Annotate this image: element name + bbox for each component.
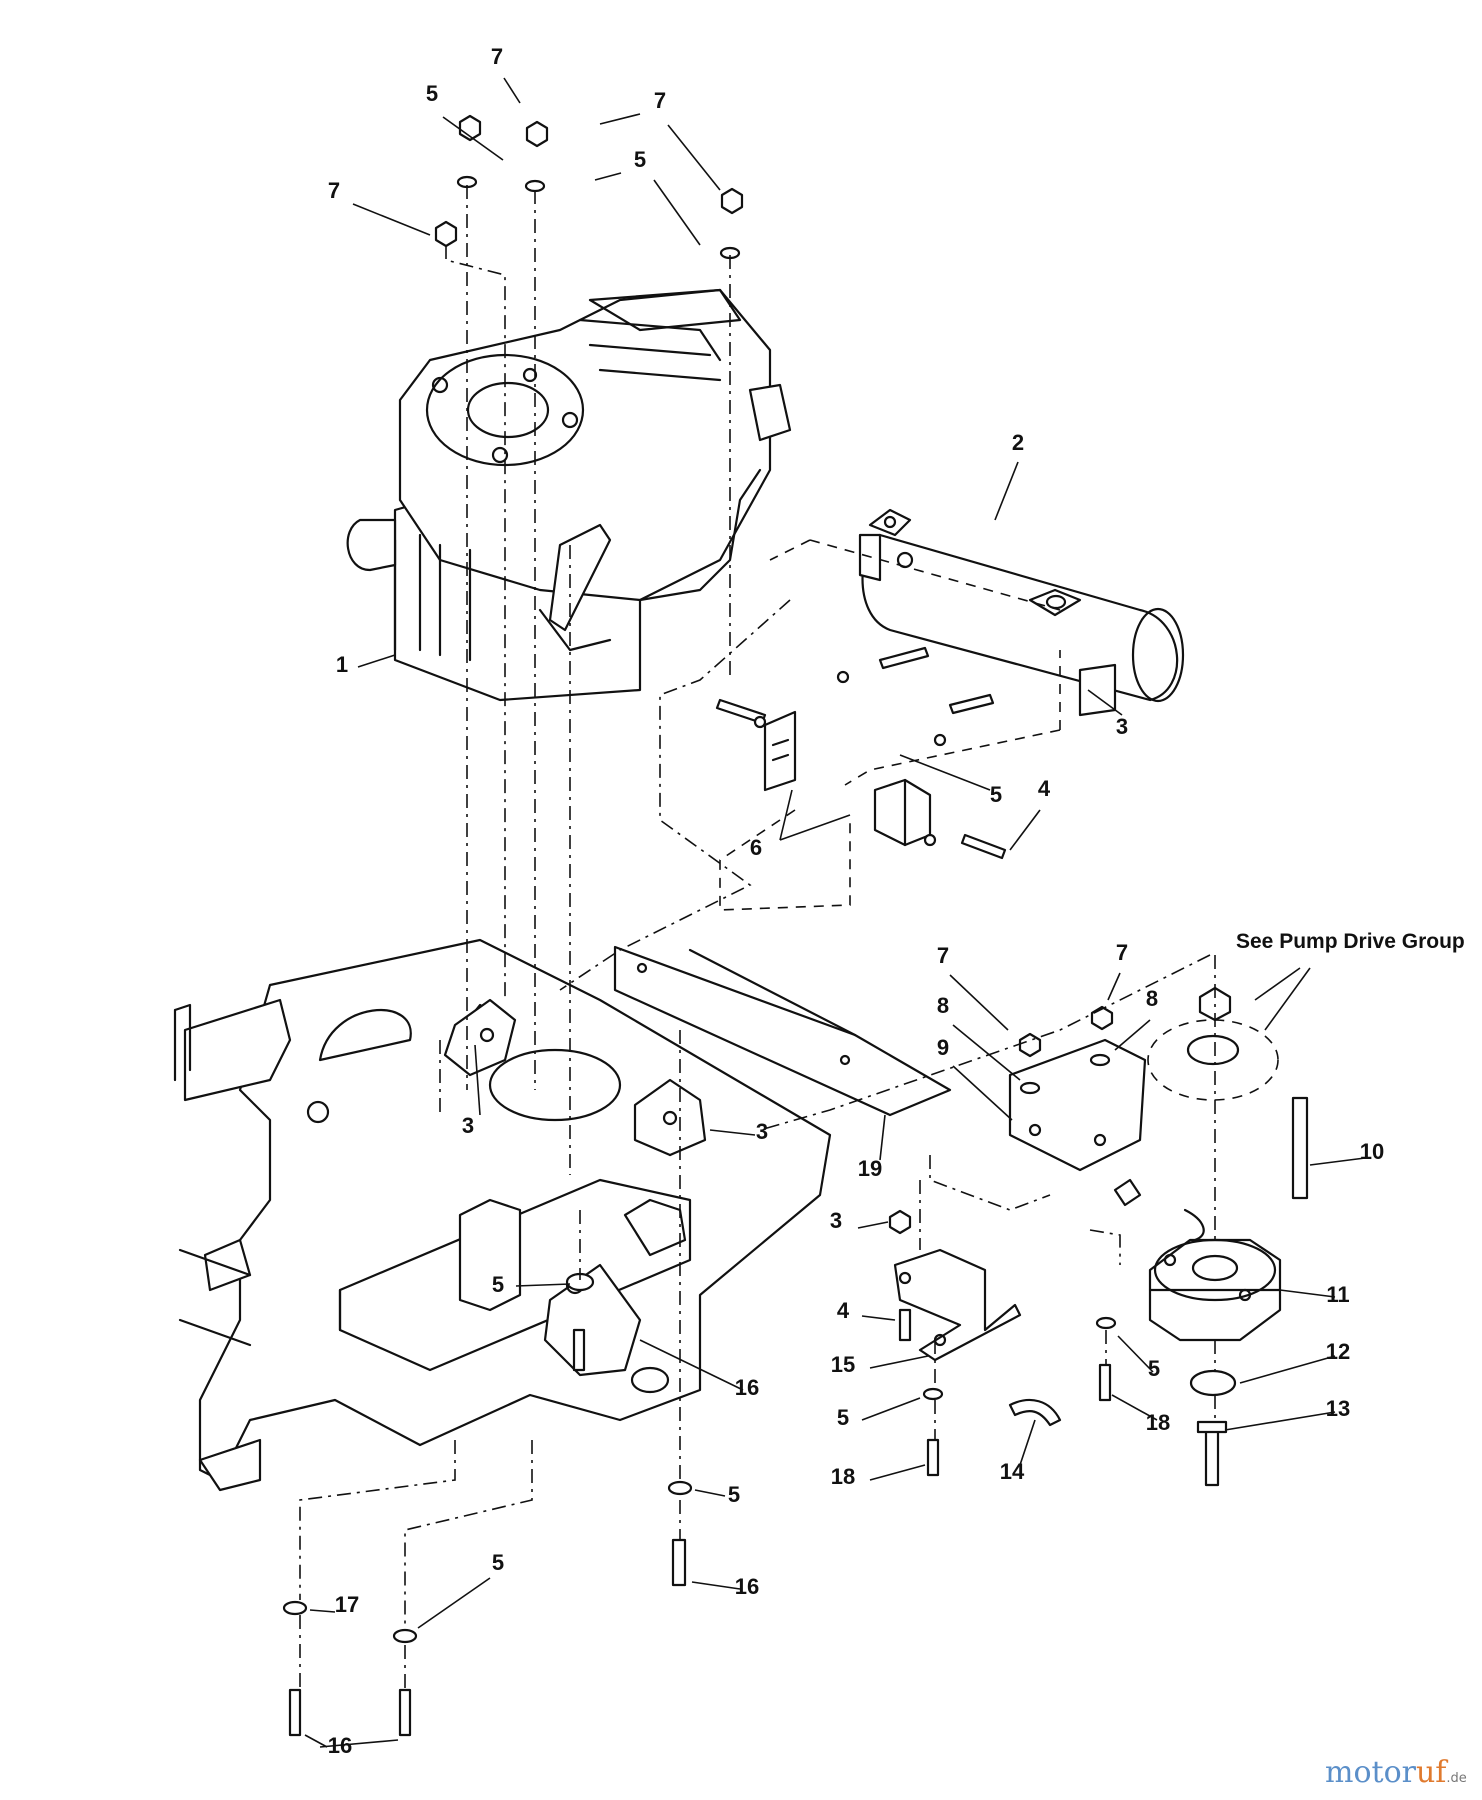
callout-7: 7 [937, 943, 949, 968]
engine [346, 288, 792, 702]
clips [443, 998, 707, 1157]
svg-text:motoruf.de: motoruf.de [1325, 1755, 1467, 1790]
retaining-clip [1008, 1398, 1062, 1427]
watermark-suffix: .de [1446, 1771, 1466, 1786]
callout-3: 3 [1116, 714, 1128, 739]
callout-6: 6 [750, 835, 762, 860]
callout-5: 5 [426, 81, 438, 106]
watermark-logo: motoruf.de [1325, 1755, 1467, 1790]
callout-18: 18 [831, 1464, 855, 1489]
pump-drive-pulley [1147, 986, 1279, 1101]
callout-18: 18 [1146, 1410, 1170, 1435]
muffler [858, 508, 1185, 717]
mounting-plate [1008, 1005, 1147, 1172]
callout-10: 10 [1360, 1139, 1384, 1164]
electric-clutch [1113, 1178, 1282, 1342]
shield [613, 945, 952, 1117]
callout-15: 15 [831, 1352, 855, 1377]
chassis-frame [173, 938, 832, 1492]
callout-5: 5 [1148, 1356, 1160, 1381]
callout-14: 14 [1000, 1459, 1025, 1484]
clutch-bolt [1196, 1420, 1228, 1487]
callout-16: 16 [735, 1574, 759, 1599]
callout-5: 5 [728, 1482, 740, 1507]
leader-lines [304, 77, 1366, 1748]
callout-3: 3 [830, 1208, 842, 1233]
callout-3: 3 [756, 1119, 768, 1144]
watermark-part2: uf [1416, 1755, 1448, 1790]
bottom-hardware [282, 1209, 1117, 1737]
callout-1: 1 [336, 652, 348, 677]
callout-5: 5 [492, 1272, 504, 1297]
callout-8: 8 [1146, 986, 1158, 1011]
centerlines [299, 185, 1216, 1690]
callout-5: 5 [990, 782, 1002, 807]
callout-12: 12 [1326, 1339, 1350, 1364]
callout-7: 7 [1116, 940, 1128, 965]
callout-19: 19 [858, 1156, 882, 1181]
callout-5: 5 [634, 147, 646, 172]
key [1291, 1096, 1309, 1200]
callout-4: 4 [1038, 776, 1051, 801]
callout-7: 7 [328, 178, 340, 203]
callout-11: 11 [1326, 1282, 1349, 1307]
callout-5: 5 [837, 1405, 849, 1430]
clutch-bracket [893, 1248, 1022, 1362]
callout-8: 8 [937, 993, 949, 1018]
pump-drive-note: See Pump Drive Group [1236, 930, 1465, 953]
callout-4: 4 [837, 1298, 850, 1323]
spacer [1189, 1369, 1237, 1397]
callout-5: 5 [492, 1550, 504, 1575]
muffler-brackets [763, 710, 932, 847]
watermark-part1: motor [1325, 1755, 1417, 1790]
callout-16: 16 [735, 1375, 759, 1400]
callout-16: 16 [328, 1733, 352, 1758]
callout-9: 9 [937, 1035, 949, 1060]
callout-2: 2 [1012, 430, 1024, 455]
muffler-bolts [715, 646, 1007, 860]
callout-7: 7 [654, 88, 666, 113]
top-hardware [434, 114, 744, 260]
callout-7: 7 [491, 44, 503, 69]
callout-13: 13 [1326, 1396, 1350, 1421]
callout-17: 17 [335, 1592, 359, 1617]
callout-3: 3 [462, 1113, 474, 1138]
